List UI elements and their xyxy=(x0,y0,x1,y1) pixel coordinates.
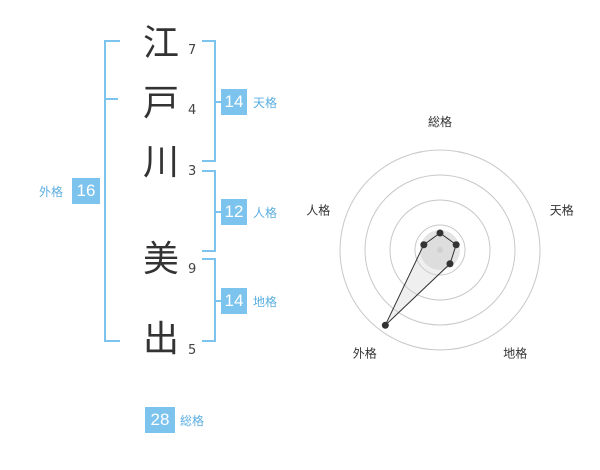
radar-axis-label-3: 地格 xyxy=(503,346,527,361)
radar-center-dot xyxy=(437,247,443,253)
radar-axis-label-4: 外格 xyxy=(353,346,377,361)
gaikaku-bracket xyxy=(104,40,120,342)
radar-grid-ring-4 xyxy=(414,224,466,276)
radar-axis-label-2: 天格 xyxy=(550,202,574,217)
radar-point-3 xyxy=(446,260,454,268)
stroke-count-5: 5 xyxy=(188,343,197,358)
gaikaku-bracket-tick xyxy=(104,98,118,100)
stroke-count-4: 9 xyxy=(188,262,197,277)
tenkaku-label: 天格 xyxy=(253,96,278,110)
chikaku-label: 地格 xyxy=(253,295,278,309)
jinkaku-score-badge: 12 xyxy=(221,199,247,225)
gaikaku-score-badge: 16 xyxy=(72,178,100,204)
radar-point-1 xyxy=(436,229,444,237)
name-char-2: 戸 xyxy=(142,83,179,124)
jinkaku-label: 人格 xyxy=(253,206,278,220)
tenkaku-connector xyxy=(214,101,222,103)
radar-axis-label-5: 人格 xyxy=(306,202,330,217)
radar-axis-label-1: 総格 xyxy=(428,114,452,129)
tenkaku-score-badge: 14 xyxy=(221,89,247,115)
radar-grid-ring-3 xyxy=(389,199,491,301)
stroke-count-2: 4 xyxy=(188,103,197,118)
radar-point-2 xyxy=(452,241,460,249)
gaikaku-label: 外格 xyxy=(39,185,64,199)
chikaku-score-badge: 14 xyxy=(221,288,247,314)
radar-grid-ring-2 xyxy=(364,174,516,326)
stroke-count-1: 7 xyxy=(188,43,197,58)
radar-point-5 xyxy=(420,241,428,249)
jinkaku-connector xyxy=(214,211,222,213)
radar-point-4 xyxy=(381,321,389,329)
radar-grid-ring-1 xyxy=(339,149,541,351)
name-char-3: 川 xyxy=(142,142,179,183)
soukaku-score-badge: 28 xyxy=(145,407,175,433)
name-char-1: 江 xyxy=(142,23,179,64)
stroke-count-3: 3 xyxy=(188,164,197,179)
name-char-4: 美 xyxy=(142,239,179,280)
name-char-5: 出 xyxy=(142,319,179,360)
soukaku-label: 総格 xyxy=(180,414,205,428)
chikaku-connector xyxy=(214,300,222,302)
